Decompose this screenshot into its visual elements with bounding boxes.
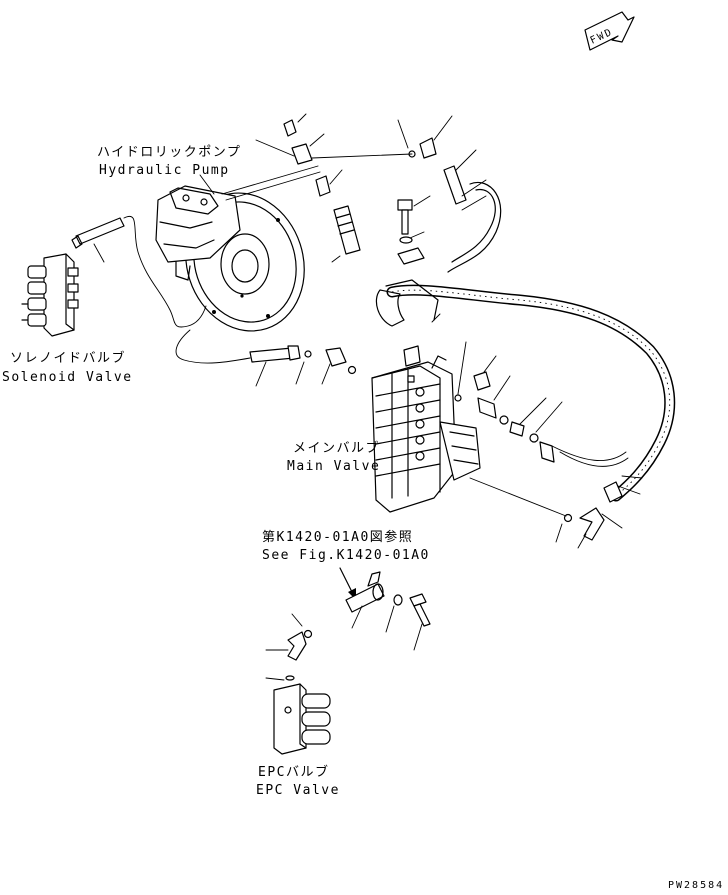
pipe-bracket <box>345 571 431 651</box>
solenoid-valve <box>21 253 79 337</box>
main-valve-label-jp: メインバルブ <box>293 440 380 456</box>
fwd-arrow: FWD <box>584 11 635 51</box>
main-valve-fittings <box>454 341 623 549</box>
see-figure-reference-arrow <box>339 567 356 600</box>
bolt-and-clamp <box>397 195 431 265</box>
epc-valve-label-en: EPC Valve <box>256 783 340 798</box>
epc-valve-label-jp: EPCバルブ <box>258 764 329 780</box>
see-figure-label-en: See Fig.K1420-01A0 <box>262 548 430 563</box>
hydraulic-pump <box>155 165 321 332</box>
solenoid-valve-label-jp: ソレノイドバルブ <box>10 350 126 366</box>
see-figure-label-jp: 第K1420-01A0図参照 <box>262 529 413 545</box>
pilot-hose-lower <box>175 329 357 387</box>
main-valve-label-en: Main Valve <box>287 459 380 474</box>
hose-loop <box>447 181 502 273</box>
epc-valve <box>265 613 331 755</box>
pilot-hose-solenoid <box>71 215 207 328</box>
drawing-number: PW28584 <box>668 880 724 891</box>
solenoid-valve-label-en: Solenoid Valve <box>2 370 133 385</box>
main-valve <box>371 345 481 513</box>
upper-fittings <box>255 113 487 263</box>
hydraulic-pump-label-en: Hydraulic Pump <box>99 163 230 178</box>
main-hose <box>375 279 676 503</box>
hydraulic-pump-label-jp: ハイドロリックポンプ <box>97 145 241 160</box>
